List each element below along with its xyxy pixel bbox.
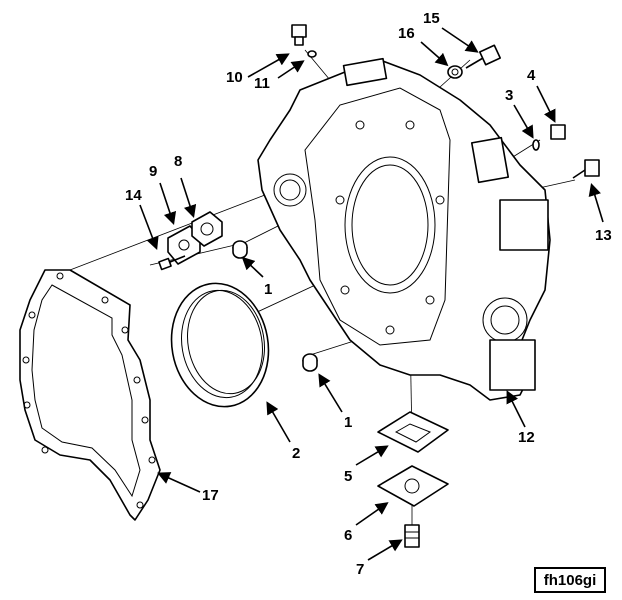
callout-6: 6 <box>344 527 352 544</box>
callout-2: 2 <box>292 445 300 462</box>
callout-leaders <box>139 27 604 561</box>
o-ring-part-11 <box>307 50 317 58</box>
callout-17: 17 <box>202 487 219 504</box>
callout-15: 15 <box>423 10 440 27</box>
callout-12: 12 <box>518 429 535 446</box>
figure-id-text: fh106gi <box>543 571 597 589</box>
o-ring-part-3 <box>532 139 540 151</box>
callout-9: 9 <box>149 163 157 180</box>
callout-1-upper: 1 <box>264 281 272 298</box>
gasket-part-8 <box>191 211 223 247</box>
plug-part-10 <box>291 24 307 46</box>
figure-id-label: fh106gi <box>534 567 606 593</box>
callout-8: 8 <box>174 153 182 170</box>
bolt-part-15 <box>465 44 502 69</box>
oil-seal-part-2 <box>170 282 270 408</box>
washer-part-16 <box>447 65 463 79</box>
callout-labels: 10 11 16 15 3 4 13 8 9 14 1 1 2 12 5 6 7… <box>125 10 612 578</box>
callout-7: 7 <box>356 561 364 578</box>
plate-part-6 <box>377 465 449 507</box>
callout-4: 4 <box>527 67 536 84</box>
plug-part-7 <box>404 524 420 548</box>
gasket-part-5 <box>377 411 449 453</box>
callout-16: 16 <box>398 25 415 42</box>
callout-5: 5 <box>344 468 352 485</box>
callout-10: 10 <box>226 69 243 86</box>
callout-11: 11 <box>254 75 270 92</box>
screw-part-14 <box>158 255 186 271</box>
bolt-part-13 <box>572 159 600 179</box>
callout-13: 13 <box>595 227 612 244</box>
plug-part-4 <box>550 124 566 140</box>
dowel-part-1-lower <box>302 353 318 372</box>
gasket-part-17 <box>19 269 161 521</box>
dowel-part-1-upper <box>232 240 248 259</box>
callout-3: 3 <box>505 87 513 104</box>
flywheel-housing-part-12 <box>257 57 551 401</box>
callout-1-lower: 1 <box>344 414 352 431</box>
callout-14: 14 <box>125 187 142 204</box>
